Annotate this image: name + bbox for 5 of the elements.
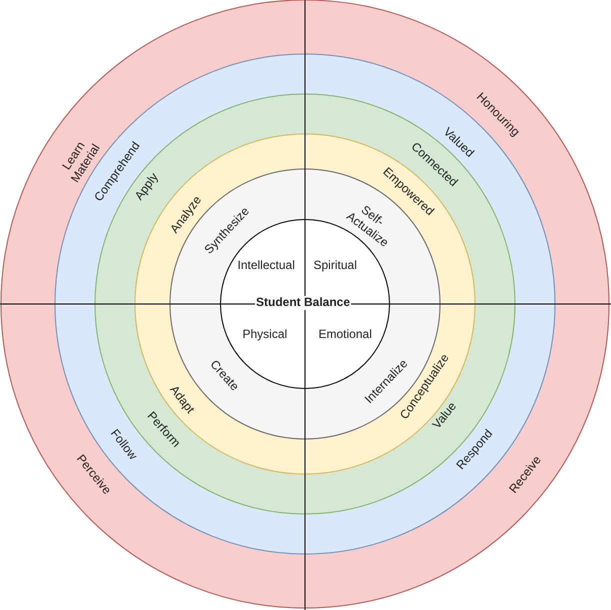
quadrant-label: Physical bbox=[242, 328, 288, 342]
quadrant-label: Emotional bbox=[318, 328, 372, 342]
center-title: Student Balance bbox=[255, 296, 352, 310]
quadrant-label: Spiritual bbox=[314, 259, 357, 273]
quadrant-label: Intellectual bbox=[238, 259, 295, 273]
